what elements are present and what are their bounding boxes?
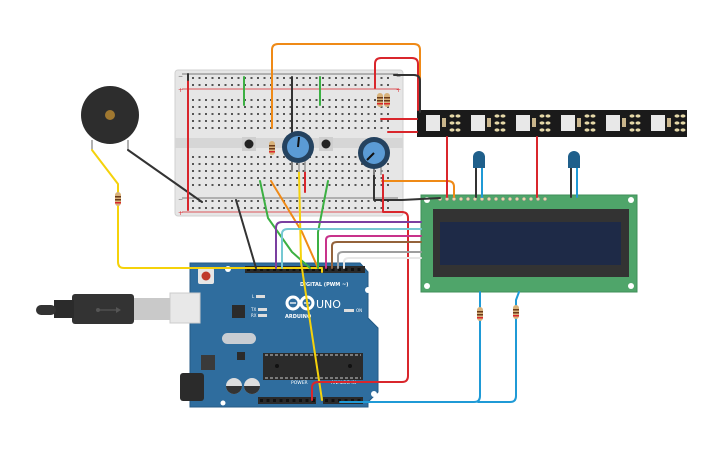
usb-port bbox=[169, 292, 201, 324]
power-label: POWER bbox=[291, 380, 308, 386]
wire-buzzer-black bbox=[127, 149, 203, 203]
rail-plus-label: + bbox=[178, 87, 183, 94]
wire-white bbox=[343, 257, 422, 269]
usb-symbol-icon bbox=[96, 307, 121, 313]
analog-header bbox=[323, 397, 363, 404]
arduino-brand-label: ARDUINO bbox=[285, 314, 311, 320]
resistor-strip-2[interactable] bbox=[384, 93, 390, 107]
rail-minus-label-right: − bbox=[396, 73, 401, 80]
power-jack bbox=[180, 373, 204, 401]
rail-plus-label-bottom: + bbox=[178, 210, 183, 217]
wire-orange-pin bbox=[270, 180, 319, 269]
uno-label: UNO bbox=[316, 298, 341, 311]
potentiometer-1[interactable] bbox=[282, 131, 314, 172]
wire-black-gnd bbox=[373, 167, 441, 201]
wires bbox=[91, 43, 578, 403]
l-led bbox=[256, 295, 265, 298]
crystal-oscillator bbox=[222, 333, 256, 344]
tx-led bbox=[258, 308, 267, 311]
wire-orange-lcd bbox=[381, 180, 455, 198]
resistor-button[interactable] bbox=[269, 141, 275, 155]
rx-led bbox=[258, 314, 267, 317]
led-strip-pixels bbox=[426, 114, 686, 132]
arduino-pin-holes bbox=[247, 268, 361, 402]
wire-buzzer-yellow-2 bbox=[117, 205, 323, 273]
wire-blue-bottom-1 bbox=[339, 291, 481, 403]
wire-blue-bottom-2 bbox=[477, 291, 520, 403]
piezo-buzzer[interactable] bbox=[81, 86, 139, 150]
rail-plus-label-right: + bbox=[396, 87, 401, 94]
rx-label: RX bbox=[251, 313, 257, 318]
wire-purple bbox=[275, 221, 422, 269]
tx-label: TX bbox=[250, 307, 256, 312]
wire-red-long bbox=[311, 211, 409, 401]
wire-brown bbox=[331, 241, 422, 269]
on-label: ON bbox=[356, 308, 362, 313]
rail-minus-label-bottom: − bbox=[178, 196, 183, 203]
potentiometer-2[interactable] bbox=[358, 137, 390, 175]
wire-magenta bbox=[325, 235, 422, 269]
resistor-lcd-1[interactable] bbox=[477, 307, 483, 321]
led-2[interactable] bbox=[568, 151, 580, 168]
wire-red-top bbox=[374, 57, 419, 111]
lcd-screen bbox=[440, 222, 621, 265]
wire-red-pot-2 bbox=[382, 174, 403, 213]
led-1[interactable] bbox=[473, 151, 485, 168]
resistor-strip-1[interactable] bbox=[377, 93, 383, 107]
wire-cyan bbox=[281, 228, 422, 269]
atmega-chip bbox=[263, 353, 363, 380]
l-label: L bbox=[252, 294, 255, 299]
wire-green-pin-2 bbox=[317, 180, 329, 269]
usb-cable[interactable] bbox=[36, 294, 170, 324]
wire-orange-top bbox=[271, 43, 421, 129]
arduino-uno[interactable]: UNO ARDUINO DIGITAL (PWM ~) POWER ANALOG… bbox=[169, 262, 379, 408]
small-chip bbox=[237, 352, 245, 360]
digital-label: DIGITAL (PWM ~) bbox=[300, 282, 348, 288]
rail-minus-label: − bbox=[178, 73, 183, 80]
on-led bbox=[344, 309, 354, 312]
digital-header bbox=[245, 266, 365, 273]
resistor-lcd-2[interactable] bbox=[513, 305, 519, 319]
wire-gnd-black bbox=[235, 199, 257, 269]
voltage-regulator bbox=[201, 355, 215, 370]
wire-gray bbox=[337, 251, 422, 269]
pushbutton-1[interactable] bbox=[242, 137, 256, 151]
wire-yellow-pot bbox=[298, 171, 323, 401]
pushbutton-2[interactable] bbox=[319, 137, 333, 151]
resistors bbox=[115, 93, 519, 321]
usb-chip bbox=[232, 305, 245, 318]
reset-button-cap bbox=[201, 271, 211, 281]
led-strip[interactable] bbox=[417, 110, 687, 137]
resistor-buzzer[interactable] bbox=[115, 192, 121, 206]
wire-buzzer-yellow bbox=[91, 149, 119, 193]
buzzer-center bbox=[105, 110, 115, 120]
wire-black-top bbox=[393, 74, 421, 113]
lcd-16x2[interactable] bbox=[420, 194, 638, 293]
